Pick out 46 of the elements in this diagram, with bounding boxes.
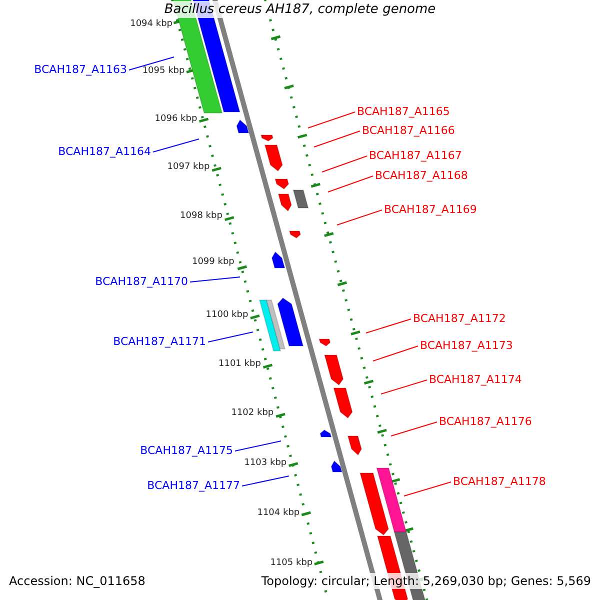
tick-label: 1097 kbp [167,162,210,173]
tick-label: 1103 kbp [244,458,287,469]
footer-text: Topology: circular; Length: 5,269,030 bp; Genes: 5,569 [261,573,591,589]
tick-label: 1099 kbp [192,257,234,268]
leader-line [308,112,356,128]
gene-label: BCAH187_A1170 [95,274,188,290]
tick-label: 1096 kbp [154,114,198,125]
leader-line [128,56,174,70]
leader-line [366,318,412,334]
tick-label: 1095 kbp [142,66,185,77]
gene-label: BCAH187_A1178 [453,474,546,490]
gene-label: BCAH187_A1168 [375,168,468,184]
leader-line [152,138,200,152]
gene-label: BCAH187_A1172 [413,311,506,327]
gene-label: BCAH187_A1173 [420,338,513,354]
gene-label: BCAH187_A1166 [362,123,455,139]
leader-line [404,482,452,496]
tick-label: 1104 kbp [257,508,300,519]
gene-label: BCAH187_A1177 [147,478,240,494]
leader-line [242,476,290,486]
gene-label: BCAH187_A1176 [439,414,532,430]
leader-line [322,156,368,172]
leader-line [390,422,438,436]
leader-line [380,380,428,394]
footer-text: Accession: NC_011658 [9,573,146,589]
tick-label: 1094 kbp [130,19,172,30]
tick-label: 1100 kbp [206,310,248,321]
leader-line [372,346,418,362]
gene-label: BCAH187_A1169 [384,202,477,218]
gene-label: BCAH187_A1167 [369,148,462,164]
leader-line [190,276,240,282]
tick-label: 1098 kbp [180,211,222,222]
gene-label: BCAH187_A1165 [357,104,450,120]
leader-line [208,332,254,342]
gene-label: BCAH187_A1174 [429,372,522,388]
gene-label: BCAH187_A1175 [140,443,233,459]
leader-line [336,210,382,226]
leader-line [328,176,374,192]
tick-label: 1105 kbp [270,558,313,569]
tick-label: 1101 kbp [218,359,261,370]
tick-label: 1102 kbp [231,408,274,419]
gene-label: BCAH187_A1171 [113,334,206,350]
leader-line [314,130,360,148]
leader-line [234,440,282,452]
gene-label: BCAH187_A1163 [34,62,127,78]
gene-label: BCAH187_A1164 [58,144,151,160]
